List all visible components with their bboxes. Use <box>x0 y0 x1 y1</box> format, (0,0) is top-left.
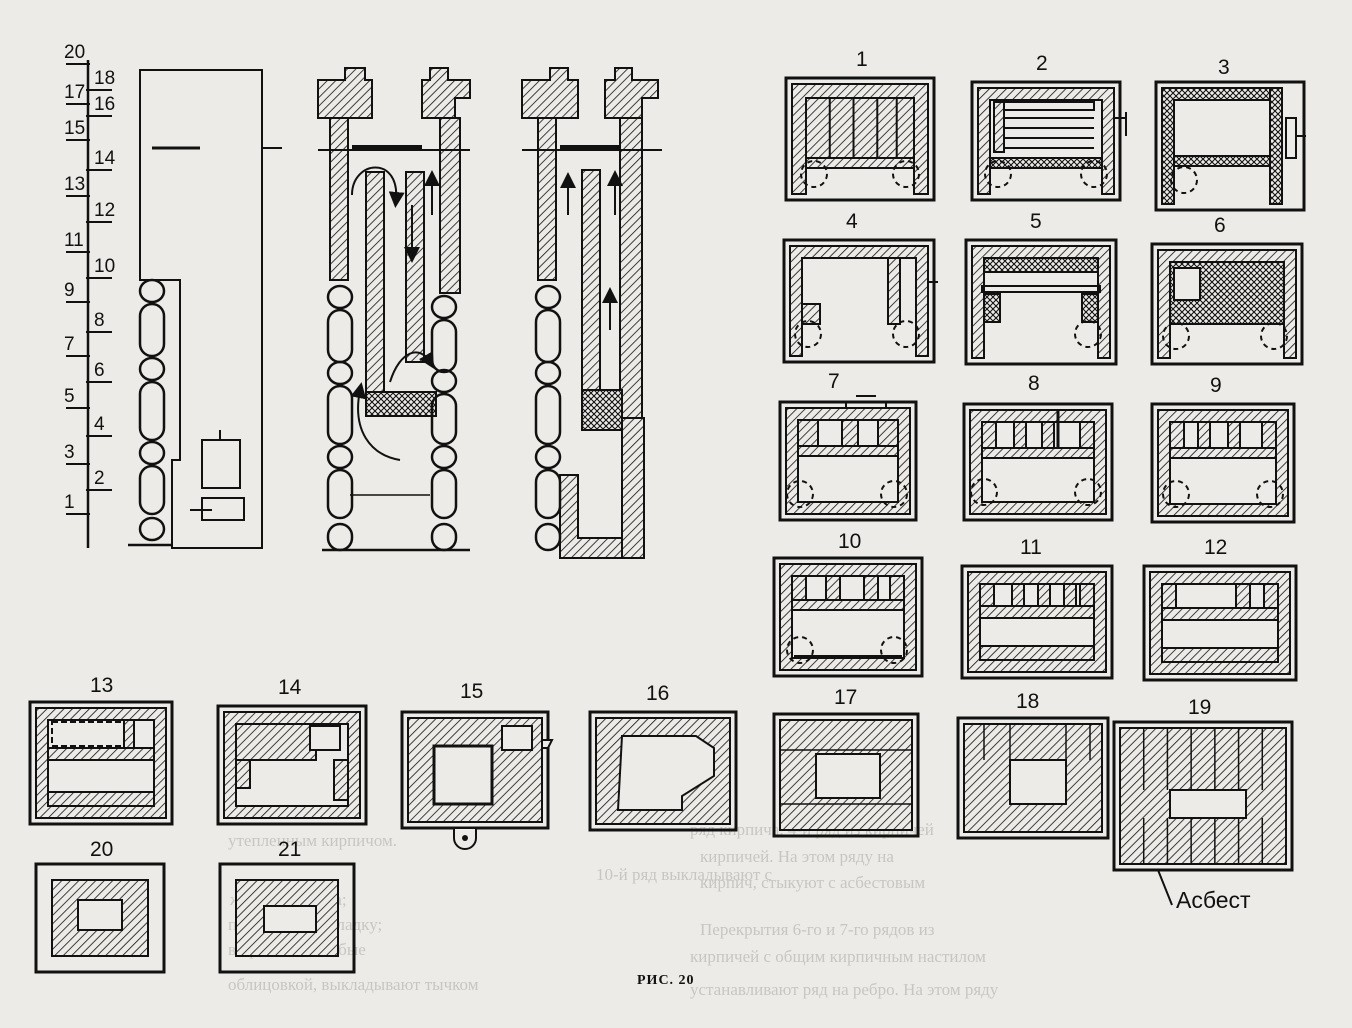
plan-section-5 <box>964 238 1118 366</box>
ruler-mark-right: 12 <box>94 200 115 221</box>
section-number-label: 5 <box>1030 210 1042 233</box>
section-number-label: 13 <box>90 674 113 697</box>
plan-section-21 <box>218 862 356 974</box>
asbestos-label: Асбест <box>1176 887 1251 913</box>
ruler-mark-right: 14 <box>94 148 116 169</box>
section-flow-a <box>317 67 471 552</box>
plan-section-8 <box>962 402 1114 522</box>
ghost-line: кирпич, стыкуют с асбестовым <box>700 873 925 892</box>
ruler-mark-left: 15 <box>64 118 85 139</box>
section-number-label: 7 <box>828 370 840 393</box>
ruler-mark-right: 10 <box>94 256 115 277</box>
ruler-mark-right: 2 <box>94 468 105 489</box>
section-number-label: 19 <box>1188 696 1211 719</box>
section-number-label: 2 <box>1036 52 1048 75</box>
ruler-mark-left: 9 <box>64 280 75 301</box>
section-number-label: 17 <box>834 686 857 709</box>
plan-section-3 <box>1154 80 1306 212</box>
plan-section-19 <box>1112 720 1294 872</box>
section-number-label: 1 <box>856 48 868 71</box>
section-number-label: 15 <box>460 680 483 703</box>
ruler-mark-right: 4 <box>94 414 105 435</box>
ruler-mark-right: 8 <box>94 310 105 331</box>
ghost-line: кирпичей с общим кирпичным настилом <box>690 947 986 966</box>
asbestos-leader <box>1157 869 1173 906</box>
ruler-mark-left: 11 <box>64 230 84 251</box>
section-number-label: 8 <box>1028 372 1040 395</box>
row-ruler: 20 17 15 13 11 9 7 5 3 1 18 16 14 12 10 8 6 4 2 <box>64 42 116 548</box>
ghost-line: утепленным кирпичом. <box>228 831 397 850</box>
ruler-mark-left: 7 <box>64 334 75 355</box>
ghost-line: кирпичей. На этом ряду на <box>700 847 894 866</box>
section-number-label: 10 <box>838 530 861 553</box>
plan-section-9 <box>1150 402 1296 524</box>
ghost-line: устанавливают ряд на ребро. На этом ряду <box>690 980 999 999</box>
plan-section-15 <box>400 710 554 850</box>
section-number-label: 4 <box>846 210 858 233</box>
ruler-mark-left: 3 <box>64 442 75 463</box>
plan-section-16 <box>588 710 738 832</box>
plan-section-20 <box>34 862 166 974</box>
plan-section-4 <box>782 238 938 364</box>
section-number-label: 11 <box>1020 536 1042 559</box>
ruler-mark-right: 18 <box>94 68 115 89</box>
ruler-mark-right: 16 <box>94 94 115 115</box>
plan-section-13 <box>28 700 174 826</box>
section-number-label: 3 <box>1218 56 1230 79</box>
section-number-label: 14 <box>278 676 302 699</box>
ruler-mark-left: 20 <box>64 42 85 63</box>
ruler-mark-right: 6 <box>94 360 105 381</box>
plan-section-17 <box>772 712 920 838</box>
section-flow-b <box>521 67 662 559</box>
ruler-mark-left: 13 <box>64 174 85 195</box>
plan-section-6 <box>1150 242 1304 366</box>
plan-section-10 <box>772 556 924 678</box>
plan-section-1 <box>784 76 936 202</box>
section-number-label: 20 <box>90 838 113 861</box>
ruler-mark-left: 1 <box>64 492 75 513</box>
plan-section-2 <box>970 80 1127 202</box>
elevation-front <box>128 69 282 549</box>
figure-caption: РИС. 20 <box>637 973 695 988</box>
plan-section-18 <box>956 716 1110 840</box>
plan-section-12 <box>1142 564 1298 682</box>
ghost-line: облицовкой, выкладывают тычком <box>228 975 479 994</box>
section-number-label: 12 <box>1204 536 1227 559</box>
section-number-label: 16 <box>646 682 669 705</box>
ruler-mark-left: 17 <box>64 82 85 103</box>
section-number-label: 9 <box>1210 374 1222 397</box>
plan-section-7 <box>778 395 918 522</box>
plan-section-14 <box>216 704 368 826</box>
section-number-label: 21 <box>278 838 301 861</box>
ghost-line: Перекрытия 6-го и 7-го рядов из <box>700 920 935 939</box>
section-number-label: 18 <box>1016 690 1039 713</box>
section-number-label: 6 <box>1214 214 1226 237</box>
plan-section-11 <box>960 564 1114 680</box>
ghost-line: 10-й ряд выкладывают с <box>596 865 773 884</box>
ruler-mark-left: 5 <box>64 386 75 407</box>
